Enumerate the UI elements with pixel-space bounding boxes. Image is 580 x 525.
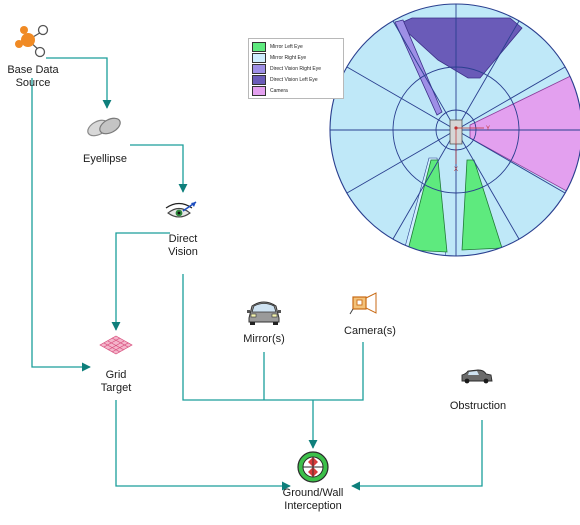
legend-item-camera: Camera (252, 85, 340, 96)
car-front-icon (247, 301, 281, 325)
legend-item-direct-vision-left-eye: Direct Vision Left Eye (252, 74, 340, 85)
node-label-line: Obstruction (449, 400, 507, 412)
node-label-line: Eyellipse (82, 153, 128, 165)
legend-swatch (252, 41, 266, 52)
interception-target-icon (297, 451, 329, 483)
connector-direct-vision-to-grid-target (111, 232, 170, 331)
eye-vector-icon (165, 201, 197, 218)
node-label-line: Base Data (7, 64, 59, 76)
legend-label: Camera (270, 87, 288, 94)
car-side-icon (461, 369, 493, 384)
eyellipse-icon (87, 117, 121, 137)
node-ground-wall-interception[interactable]: Ground/Wall Interception (283, 487, 344, 513)
network-nodes-icon (15, 24, 49, 58)
node-base-data-source[interactable]: Base Data Source (7, 64, 58, 90)
node-label-line: Source (15, 77, 51, 89)
legend-swatch (252, 63, 266, 74)
node-label-line: Ground/Wall (282, 487, 344, 499)
node-obstruction[interactable]: Obstruction (450, 400, 506, 413)
legend-swatch (252, 74, 266, 85)
node-label-line: Interception (284, 500, 342, 512)
direct-vision-right-eye-region (394, 19, 443, 116)
node-mirrors[interactable]: Mirror(s) (243, 333, 285, 346)
node-label-line: Grid (105, 369, 127, 381)
axis-label-y: Y (486, 126, 490, 132)
node-label-line: Vision (168, 246, 198, 258)
grid-icon (99, 335, 133, 355)
connector-grid-target-to-interception (115, 400, 291, 491)
polar-vision-plot: Y X (329, 3, 580, 257)
legend-label: Direct Vision Left Eye (270, 76, 318, 83)
connector-cameras-to-interception (313, 342, 364, 401)
node-cameras[interactable]: Camera(s) (344, 325, 396, 338)
legend-label: Mirror Left Eye (270, 43, 303, 50)
node-direct-vision[interactable]: Direct Vision (168, 233, 198, 259)
legend-item-mirror-right-eye: Mirror Right Eye (252, 52, 340, 63)
node-eyellipse[interactable]: Eyellipse (83, 153, 127, 166)
legend-label: Direct Vision Right Eye (270, 65, 322, 72)
legend-swatch (252, 85, 266, 96)
legend-item-direct-vision-right-eye: Direct Vision Right Eye (252, 63, 340, 74)
vehicle-marker: Y X (449, 119, 490, 173)
connector-obstruction-to-interception (351, 420, 483, 491)
node-label-line: Target (100, 382, 132, 394)
connector-eyellipse-to-direct-vision (130, 144, 188, 193)
node-label-line: Mirror(s) (243, 333, 285, 345)
legend-label: Mirror Right Eye (270, 54, 307, 61)
legend-swatch (252, 52, 266, 63)
connector-base-to-eyellipse (46, 57, 112, 109)
connector-base-to-grid-target (31, 78, 91, 372)
plot-legend: Mirror Left Eye Mirror Right Eye Direct … (248, 38, 344, 99)
direct-vision-left-eye-region (402, 17, 523, 79)
legend-item-mirror-left-eye: Mirror Left Eye (252, 41, 340, 52)
camera-region (469, 69, 580, 201)
camera-icon (349, 292, 377, 315)
connector-direct-vision-to-interception (182, 274, 313, 401)
node-label-line: Camera(s) (344, 325, 396, 337)
connectors (31, 57, 483, 491)
node-grid-target[interactable]: Grid Target (101, 369, 132, 395)
node-label-line: Direct (168, 233, 198, 245)
mirror-left-eye-region-1 (407, 159, 448, 253)
axis-label-x: X (454, 167, 458, 173)
